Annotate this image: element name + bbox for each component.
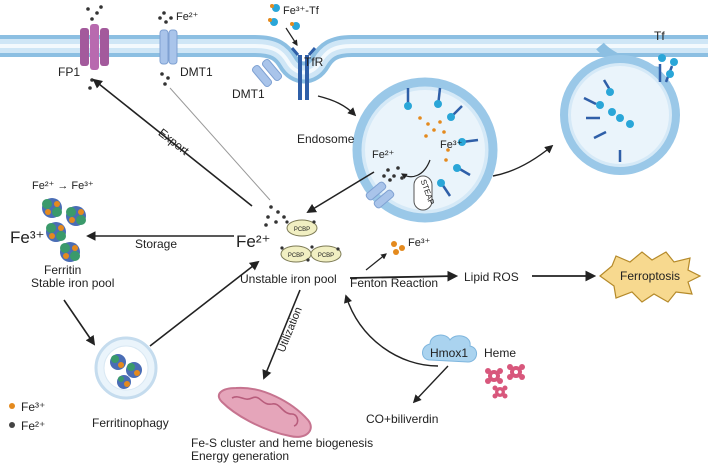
autophagy-to-pool-arrow	[149, 260, 260, 347]
recycling-vesicle	[560, 55, 680, 175]
dmt1-left-label: DMT1	[232, 87, 265, 101]
storage-label: Storage	[135, 237, 177, 251]
endosome-label: Endosome	[297, 132, 355, 146]
fenton-arrow	[349, 270, 459, 282]
ferritinophagy-label: Ferritinophagy	[92, 416, 169, 430]
unstable-pool-label: Unstable iron pool	[240, 272, 337, 286]
fp1-transporter	[80, 5, 109, 90]
cell-membrane	[0, 35, 708, 84]
fe2-center-label: Fe²⁺	[236, 232, 270, 251]
pcbp-proteins	[280, 219, 342, 263]
dmt1-left-transporter	[251, 58, 283, 88]
fes-line2-label: Energy generation	[191, 449, 289, 463]
dmt1-top-transporter	[158, 11, 178, 86]
co-biliverdin-label: CO+biliverdin	[366, 412, 438, 426]
fenton-label: Fenton Reaction	[350, 276, 438, 290]
fe2-endosome-label: Fe²⁺	[372, 149, 395, 161]
tf-release	[658, 54, 678, 83]
steap-protein	[413, 175, 433, 211]
legend-fe3-dot	[9, 403, 15, 409]
lipid-ros-label: Lipid ROS	[464, 270, 519, 284]
legend-fe2-dot	[9, 422, 15, 428]
ferritin-clusters	[42, 198, 86, 262]
endosome-to-pool-arrow	[306, 171, 375, 213]
fes-line1-label: Fe-S cluster and heme biogenesis	[191, 436, 373, 450]
pcbp-label-3: PCBP	[318, 253, 334, 259]
ferroptosis-label: Ferroptosis	[620, 269, 680, 283]
fe3-endosome-label: Fe³⁺	[440, 139, 463, 151]
tf-binding-arrow	[285, 27, 298, 47]
endocytosis-arrow	[317, 95, 357, 117]
fe3-tf-complex	[268, 4, 300, 30]
export-arrow	[92, 78, 253, 207]
fp1-label: FP1	[58, 65, 80, 79]
ferroptosis-burst	[599, 251, 702, 303]
fe3-fenton-dots	[391, 241, 405, 255]
stable-pool-label: Stable iron pool	[31, 276, 114, 290]
central-fe2-dots	[264, 205, 286, 227]
mitochondrion	[217, 386, 312, 438]
ferritinophagy-vesicle	[94, 336, 158, 400]
utilization-label: Utilization	[276, 305, 305, 354]
heme-degradation-arrow	[412, 365, 449, 404]
legend	[9, 403, 15, 428]
pcbp-label-2: PCBP	[288, 253, 304, 259]
fe3-tf-label: Fe³⁺-Tf	[283, 5, 320, 17]
heme-to-pool-arrow	[344, 294, 439, 367]
pcbp-label-1: PCBP	[294, 227, 310, 233]
hmox1-cloud	[422, 334, 477, 363]
legend-fe3-label: Fe³⁺	[21, 400, 45, 414]
ferritin-label: Ferritin	[44, 263, 81, 277]
dmt1-top-label: DMT1	[180, 65, 213, 79]
endosome	[352, 77, 498, 223]
fe-conversion-label: Fe²⁺ → Fe³⁺	[32, 180, 94, 192]
fe3-fenton-arrow	[365, 253, 387, 271]
legend-fe2-label: Fe²⁺	[21, 419, 45, 433]
tfr-receptor	[290, 47, 317, 100]
heme-label: Heme	[484, 346, 516, 360]
tfr-label: TfR	[304, 55, 324, 69]
recycling-arrow	[492, 144, 554, 177]
utilization-arrow	[262, 289, 301, 380]
hmox1-label: Hmox1	[430, 346, 468, 360]
dmt1-import-line	[169, 87, 271, 201]
fe3-fenton-label: Fe³⁺	[408, 237, 431, 249]
fe3-ferritin-label: Fe³⁺	[10, 228, 44, 247]
heme-molecules	[485, 364, 525, 399]
fe2-top-label: Fe²⁺	[176, 11, 199, 23]
tf-label: Tf	[654, 29, 665, 43]
ferritin-to-autophagy-arrow	[63, 299, 96, 346]
